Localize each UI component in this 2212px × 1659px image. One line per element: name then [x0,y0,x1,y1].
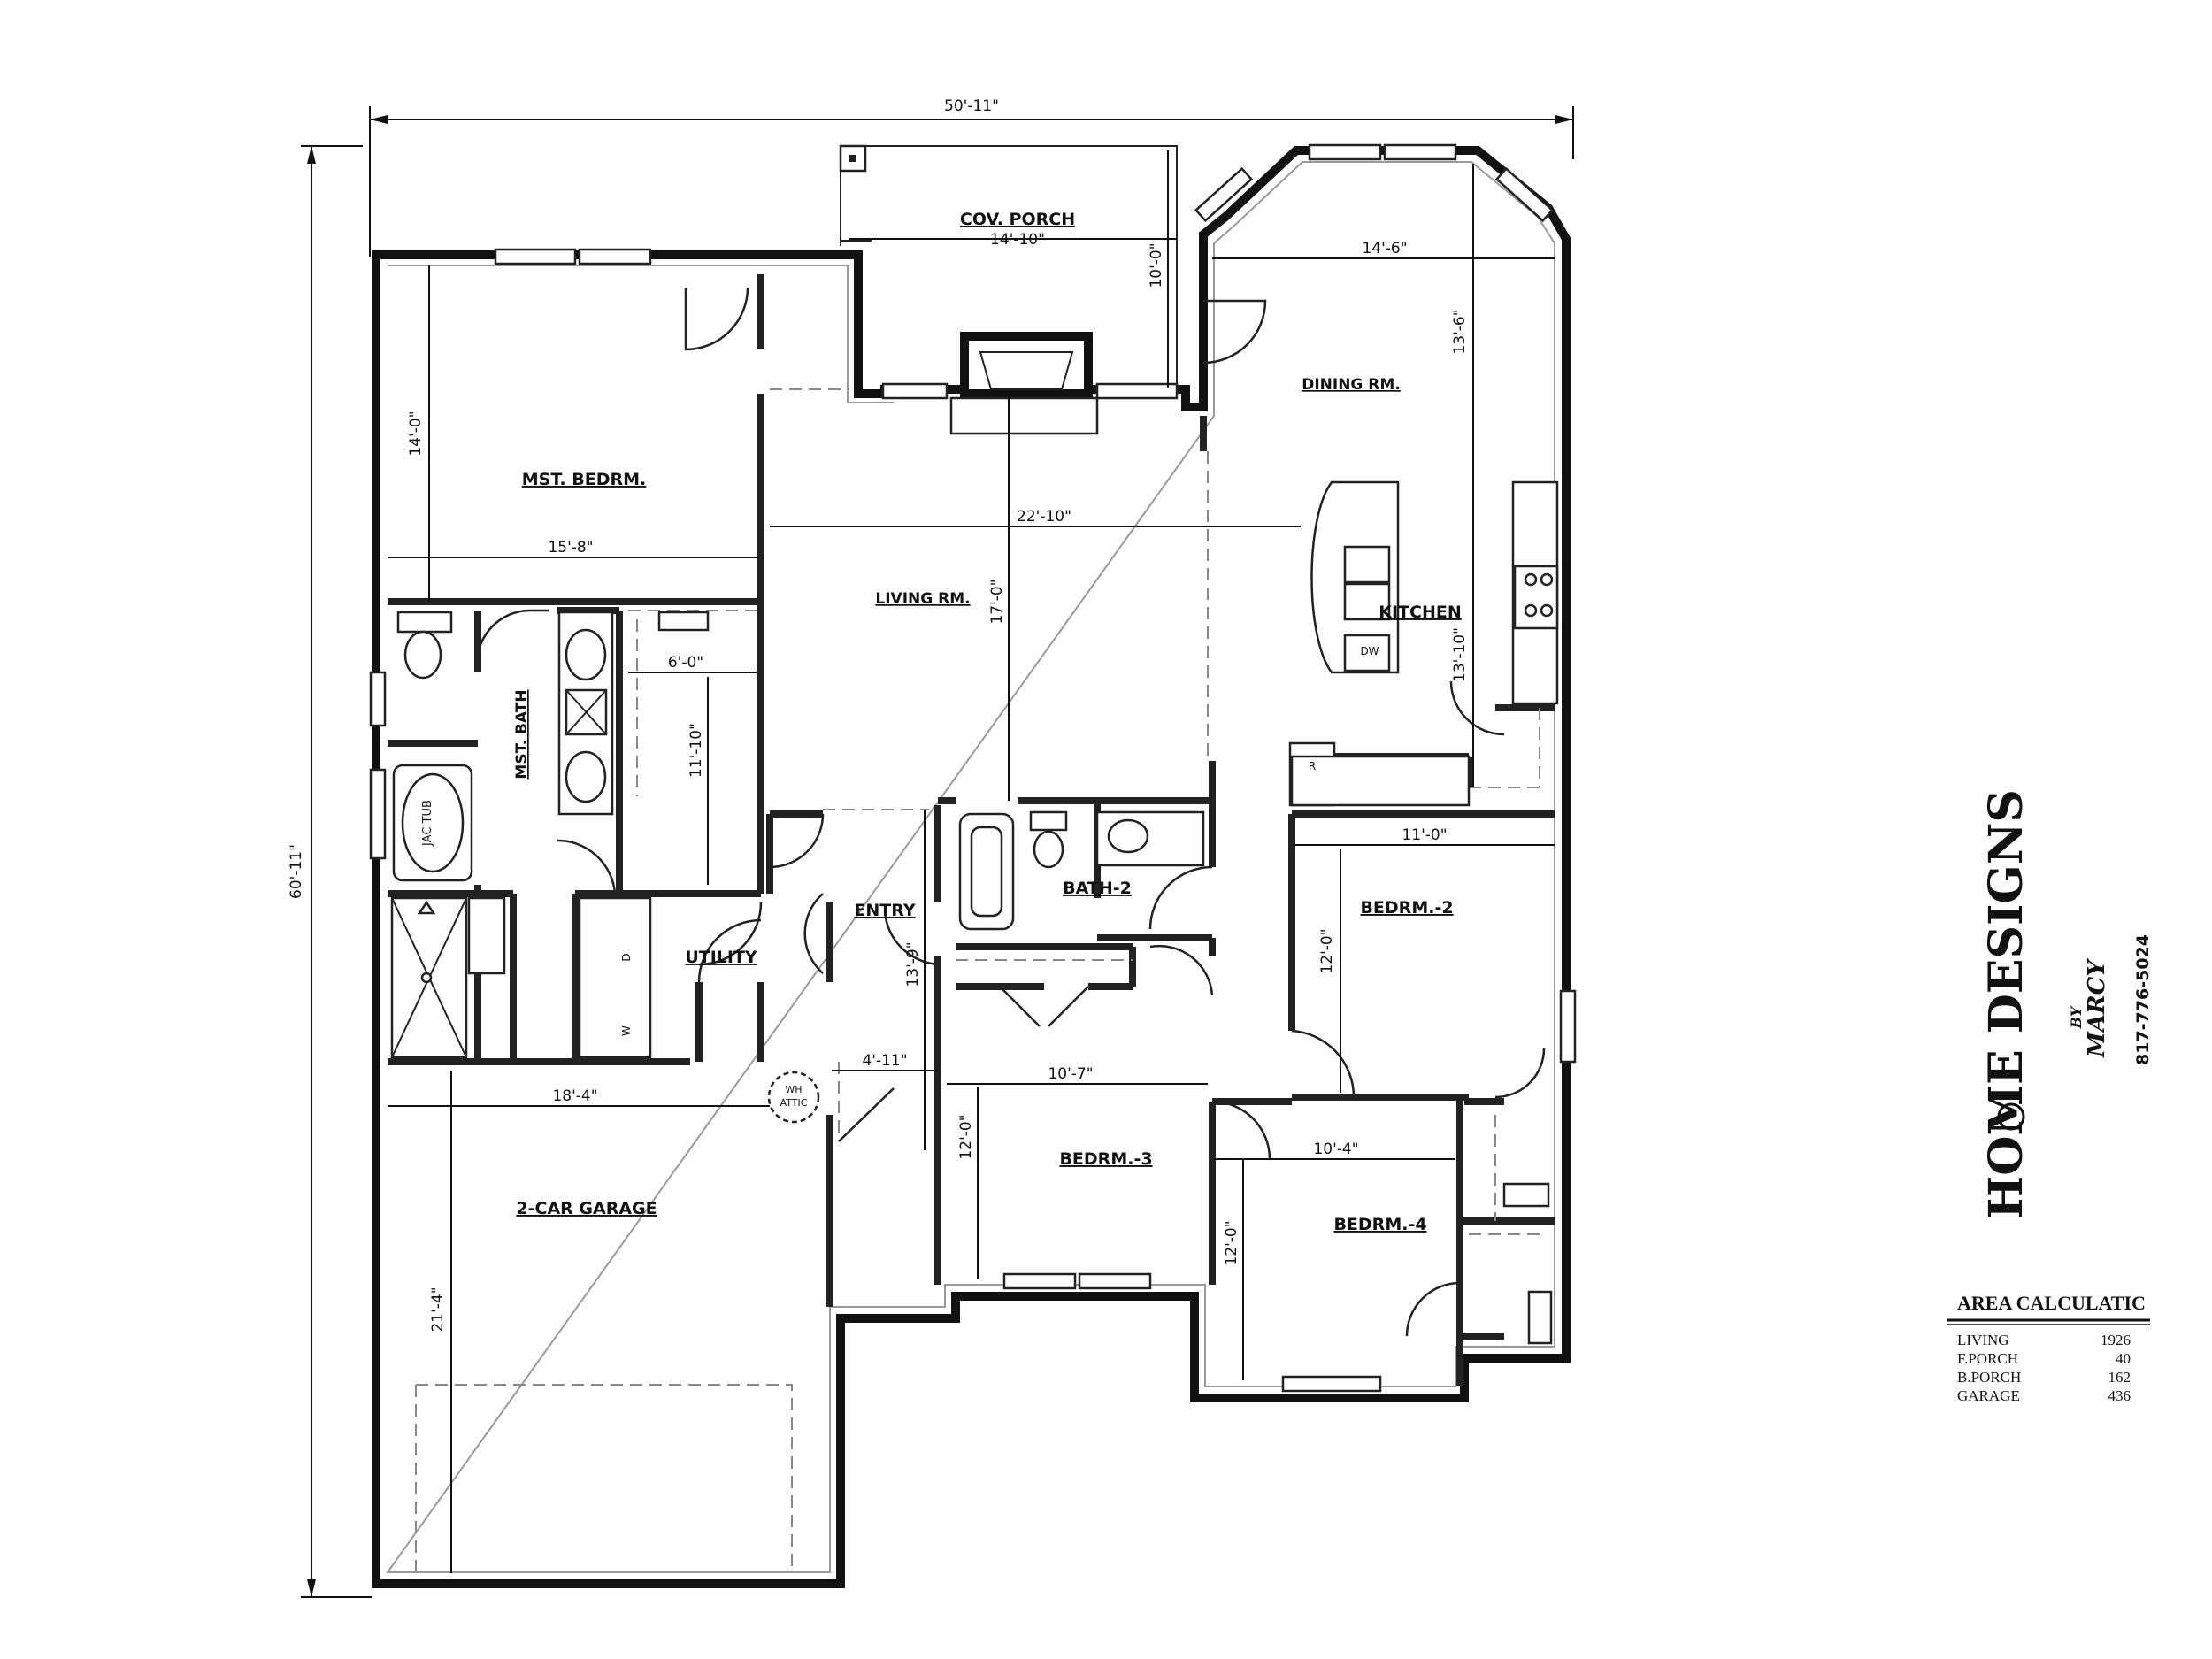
doors [475,287,1546,1337]
area-row-value: 162 [2108,1369,2131,1386]
area-calculation-table: AREA CALCULATIC LIVING 1926 F.PORCH 40 B… [1947,1292,2150,1404]
dim-porch-depth: 10'-0" [1148,242,1165,288]
water-heater [767,1071,820,1124]
fireplace [949,332,1099,435]
brand-name: MARCY [2084,958,2110,1058]
dashed-lines [415,388,1540,1573]
label-bedrm2: BEDRM.-2 [1360,898,1453,918]
overall-width-dimension [369,106,1574,257]
dim-bedrm4-depth: 12'-0" [1223,1220,1240,1265]
area-row-value: 1926 [2101,1332,2131,1348]
sun-icon [1997,1102,2025,1131]
windows [369,143,1577,1393]
dim-garage-depth: 21'-4" [429,1286,447,1332]
dim-overall-width: 50'-11" [944,97,999,115]
area-row-value: 40 [2116,1350,2131,1367]
dim-bedrm2-depth: 12'-0" [1318,928,1336,973]
area-title: AREA CALCULATIC [1957,1292,2146,1314]
dim-bedrm2-width: 11'-0" [1402,826,1447,844]
kitchen-fixtures [1288,480,1559,807]
home-designs-logo: HOME DESIGNS BY MARCY 817-776-5024 [1979,789,2153,1219]
brand-by: BY [2068,1005,2085,1029]
label-d: D [620,953,633,961]
dim-entry-depth: 13'-9" [904,941,922,987]
dim-bedrm4-width: 10'-4" [1313,1141,1358,1158]
dim-living-depth: 17'-0" [988,579,1006,624]
dimension-lines [388,150,1555,1573]
area-row-value: 436 [2108,1387,2131,1404]
label-living: LIVING RM. [875,590,970,608]
dim-entry-width: 4'-11" [862,1052,907,1070]
utility-fixtures [578,896,652,1059]
covered-porch [839,144,1178,389]
label-entry: ENTRY [854,901,915,920]
dim-living-width: 22'-10" [1017,508,1071,526]
dim-mst-depth: 14'-0" [407,411,425,456]
label-garage: 2-CAR GARAGE [516,1199,657,1218]
dim-porch-width: 14'-10" [990,231,1045,249]
label-utility: UTILITY [685,948,757,967]
dim-garage-width: 18'-4" [552,1087,597,1105]
bedroom-closet-fixtures [1502,1182,1553,1345]
mst-bath-fixtures [390,611,710,1059]
area-row-label: F.PORCH [1957,1350,2018,1367]
dim-bedrm3-width: 10'-7" [1048,1065,1093,1083]
dim-overall-depth: 60'-11" [288,844,305,899]
label-bedrm4: BEDRM.-4 [1333,1215,1426,1234]
label-kitchen: KITCHEN [1379,603,1461,622]
dim-kitchen-depth: 13'-10" [1451,627,1469,682]
dim-closet-width: 6'-0" [668,654,703,672]
label-wh: WH [785,1084,802,1095]
dim-mst-width: 15'-8" [548,539,593,557]
area-row-label: LIVING [1957,1332,2009,1348]
dim-closet-depth: 11'-10" [687,723,705,778]
label-cov-porch: COV. PORCH [960,210,1075,229]
label-r: R [1309,760,1316,772]
overall-depth-dimension [301,145,372,1598]
label-bath2: BATH-2 [1063,879,1132,898]
bath2-fixtures [958,810,1205,931]
label-mst-bath: MST. BATH [513,689,531,779]
dim-dining-depth: 13'-6" [1451,309,1469,354]
label-dining: DINING RM. [1302,376,1401,394]
label-jac-tub: JAC TUB [421,800,434,847]
interior-walls [388,274,1555,1386]
dim-dining-width: 14'-6" [1362,240,1407,257]
label-bedrm3: BEDRM.-3 [1059,1149,1152,1169]
label-mst-bedrm: MST. BEDRM. [522,470,647,489]
area-row-label: B.PORCH [1957,1369,2021,1386]
brand-title: HOME DESIGNS [1979,789,2033,1219]
brand-phone: 817-776-5024 [2133,934,2153,1065]
label-dw: DW [1360,645,1379,657]
dim-bedrm3-depth: 12'-0" [957,1114,975,1159]
area-row-label: GARAGE [1957,1387,2020,1404]
label-w: W [620,1025,633,1036]
label-attic: ATTIC [780,1097,808,1109]
